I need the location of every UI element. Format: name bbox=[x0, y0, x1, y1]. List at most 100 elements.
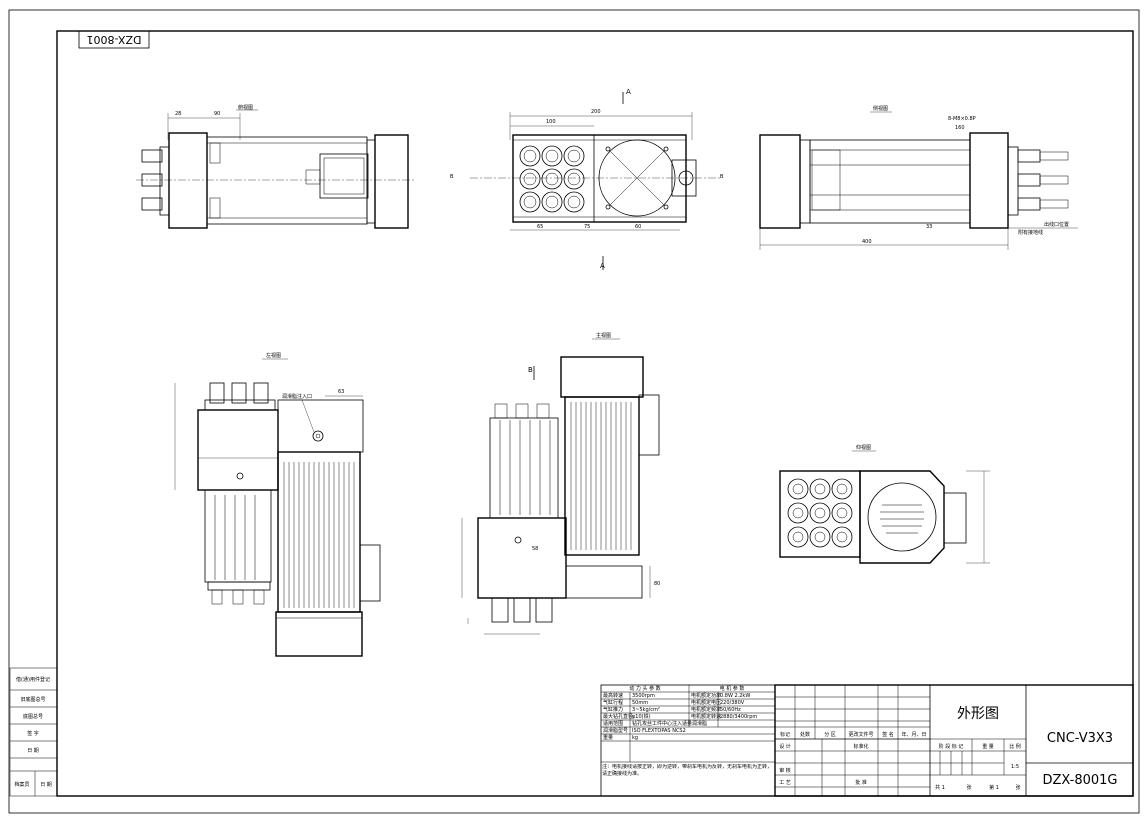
rev-header-1: 处数 bbox=[800, 731, 810, 738]
role-review: 审 核 bbox=[779, 767, 791, 774]
param-cell: 3~5kg/cm² bbox=[632, 707, 660, 713]
side-label-6: 日 期 bbox=[40, 782, 52, 788]
dim-33: 33 bbox=[926, 224, 932, 230]
marker-b-left: B bbox=[450, 174, 454, 180]
model-number: CNC-V3X3 bbox=[1047, 731, 1113, 746]
dim-75: 75 bbox=[584, 224, 590, 230]
motor-fins-left bbox=[283, 462, 355, 608]
param-cell: 润滑脂型号 bbox=[603, 727, 628, 734]
rev-header-0: 标记 bbox=[780, 731, 790, 738]
drawing-code: DZX-8001G bbox=[1042, 773, 1117, 788]
sheet-unit-1: 张 bbox=[966, 784, 971, 791]
param-cell: 电机额定转速 bbox=[691, 713, 721, 720]
param-cell: 气缸行程 bbox=[603, 699, 623, 706]
side-label-5: 档案员 bbox=[14, 781, 29, 788]
role-design: 设 计 bbox=[779, 743, 791, 750]
stage-header-1: 重 量 bbox=[982, 743, 994, 750]
code-box bbox=[78, 30, 150, 49]
parameter-table: 动 力 头 参 数 电 机 参 数 最高转速 3500rpm 电机额定功率 0.… bbox=[600, 684, 776, 797]
side-label-0: 借(通)用件登记 bbox=[16, 676, 50, 683]
dim-58: 58 bbox=[532, 546, 538, 552]
spindle-grid-bottom bbox=[787, 478, 853, 548]
param-header-power: 动 力 头 参 数 bbox=[629, 685, 660, 692]
dim-8xm8: 8-M8×0.8P bbox=[948, 116, 976, 122]
dim-65: 65 bbox=[537, 224, 543, 230]
dim-63: 63 bbox=[338, 389, 344, 395]
param-note: 注：电机接线请按正转，即为逆转，带刹车电机为反转，无刹车电机为正转，请正确接线为… bbox=[602, 764, 773, 777]
note-right: 出线口位置 bbox=[1044, 221, 1069, 228]
view-top-right: 侧视图 8-M8×0.8P 160 400 33 出线口位置 附有接地线 bbox=[759, 105, 1078, 250]
param-cell: 适用范围 bbox=[603, 720, 623, 727]
view-label-center: 主视图 bbox=[596, 332, 611, 339]
dim-400: 400 bbox=[862, 239, 872, 245]
side-label-1: 旧底图总号 bbox=[20, 696, 45, 703]
dim-80: 80 bbox=[654, 581, 660, 587]
inner-border bbox=[56, 30, 1134, 797]
param-cell: 3500rpm bbox=[632, 693, 655, 699]
dim-100: 100 bbox=[546, 119, 556, 125]
note-hole: 润滑脂注入口 bbox=[282, 393, 312, 400]
marker-a-bottom: A bbox=[600, 262, 605, 270]
param-cell: 0.8W 2.2kW bbox=[720, 693, 750, 699]
rev-header-4: 签 名 bbox=[882, 731, 894, 738]
view-bottom-center: 主视图 B 58 bbox=[461, 332, 660, 635]
outer-border bbox=[8, 9, 1140, 814]
param-cell: ISO FLEXTOPAS NCS2 bbox=[632, 728, 686, 734]
rev-header-5: 年、月、日 bbox=[901, 731, 926, 738]
param-cell: 电机额定功率 bbox=[691, 692, 721, 699]
param-cell: 2880/3400rpm bbox=[720, 714, 757, 720]
dim-160: 160 bbox=[955, 125, 965, 131]
motor-fins-center bbox=[570, 402, 632, 550]
dim-28: 28 bbox=[175, 111, 181, 117]
param-cell: 钻孔攻丝工件中心注入适量润滑脂 bbox=[632, 720, 707, 727]
view-bottom-right: 仰视图 bbox=[779, 444, 990, 564]
dim-90: 90 bbox=[214, 111, 220, 117]
view-bottom-left: 左视图 润滑脂注入口 63 bbox=[174, 352, 381, 657]
param-cell: 最大钻孔直径 bbox=[603, 713, 633, 720]
marker-b-center: B bbox=[528, 366, 533, 374]
view-top-left: 俯视图 28 90 bbox=[136, 104, 415, 229]
role-standard: 标准化 bbox=[853, 743, 868, 750]
scale-value: 1:5 bbox=[1011, 764, 1019, 770]
side-panel: 借(通)用件登记 旧底图总号 底图总号 签 字 日 期 档案员 日 期 bbox=[9, 667, 58, 797]
dim-60: 60 bbox=[635, 224, 641, 230]
param-header-motor: 电 机 参 数 bbox=[720, 685, 745, 692]
top-drawing-code: DZX-8001 bbox=[87, 33, 142, 46]
side-label-4: 日 期 bbox=[27, 748, 39, 754]
param-cell: φ10(铁) bbox=[632, 713, 651, 720]
param-cell: 电机额定电压 bbox=[691, 699, 721, 706]
spindle-grid bbox=[519, 145, 585, 213]
param-cell: 电机额定频率 bbox=[691, 706, 721, 713]
title-block: 标记 处数 分 区 更改文件号 签 名 年、月、日 设 计 标准化 审 核 工 … bbox=[774, 684, 1134, 797]
param-cell: 220/380V bbox=[720, 700, 745, 706]
view-label-left: 左视图 bbox=[266, 352, 281, 359]
param-cell: 气缸推力 bbox=[603, 706, 623, 713]
sheet-unit-2: 张 bbox=[1015, 784, 1020, 791]
view-label-bottom-right: 仰视图 bbox=[856, 444, 871, 451]
side-label-2: 底图总号 bbox=[23, 713, 43, 720]
drawing-title: 外形图 bbox=[957, 706, 999, 722]
dim-200: 200 bbox=[591, 109, 601, 115]
marker-b-right: B bbox=[720, 174, 724, 180]
rev-header-3: 更改文件号 bbox=[848, 731, 873, 738]
view-top-center: A A B B 200 100 65 75 60 bbox=[450, 88, 724, 270]
sheet-total: 共 1 bbox=[935, 784, 945, 791]
view-label-side: 侧视图 bbox=[873, 105, 888, 112]
param-cell: 50/60Hz bbox=[720, 707, 741, 713]
side-label-3: 签 字 bbox=[27, 730, 39, 737]
param-note-wrap: 注：电机接线请按正转，即为逆转，带刹车电机为反转，无刹车电机为正转，请正确接线为… bbox=[602, 764, 773, 777]
stage-header-2: 比 例 bbox=[1009, 743, 1021, 750]
stage-header-0: 阶 段 标 记 bbox=[939, 743, 964, 750]
param-cell: 重量 bbox=[603, 734, 613, 741]
sheet-number: 第 1 bbox=[989, 784, 999, 791]
role-approve: 批 准 bbox=[855, 779, 867, 786]
param-cell: 50mm bbox=[632, 700, 648, 706]
marker-a-top: A bbox=[626, 88, 631, 96]
note-right2: 附有接地线 bbox=[1018, 229, 1043, 236]
param-cell: kg bbox=[632, 735, 638, 741]
rev-header-2: 分 区 bbox=[824, 731, 836, 738]
view-label-top: 俯视图 bbox=[238, 104, 253, 111]
role-process: 工 艺 bbox=[779, 780, 791, 786]
param-cell: 最高转速 bbox=[603, 692, 623, 699]
